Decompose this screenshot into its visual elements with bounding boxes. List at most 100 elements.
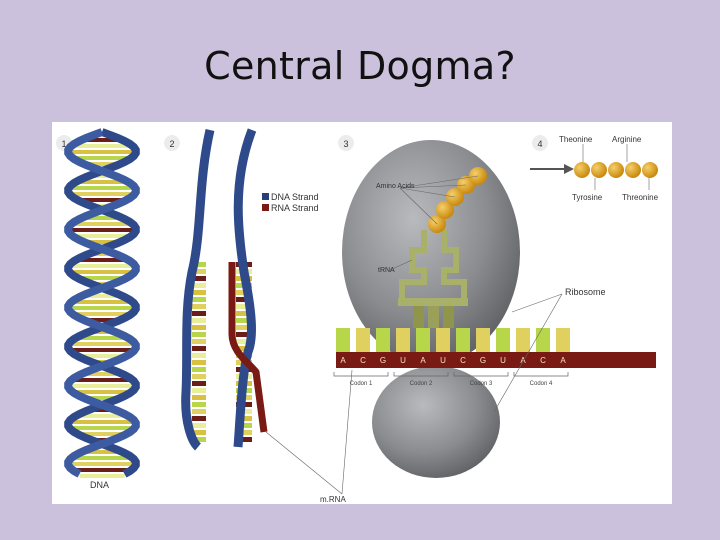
amino-acids-label: Amino Acids	[376, 183, 415, 190]
nucleotide-block	[516, 328, 530, 352]
nucleotide-letter: G	[480, 356, 486, 365]
base-pair-rung	[68, 192, 136, 196]
base-pair-rung	[86, 138, 118, 142]
base-pair-rung	[86, 450, 118, 454]
base-segment	[192, 423, 206, 428]
nucleotide-letter: C	[460, 356, 466, 365]
panel-number-2: 2	[169, 139, 174, 149]
base-segment	[192, 332, 206, 337]
base-pair-rung	[70, 468, 134, 472]
base-pair-rung	[79, 258, 125, 262]
base-pair-rung	[70, 390, 134, 394]
base-segment	[192, 276, 206, 281]
base-segment	[192, 311, 206, 316]
base-segment	[192, 360, 206, 365]
mrna-label: m.RNA	[320, 495, 346, 504]
base-pair-rung	[68, 306, 136, 310]
nucleotide-letter: C	[540, 356, 546, 365]
amino-threonine: Threonine	[622, 193, 659, 202]
base-pair-rung	[68, 384, 136, 388]
base-segment	[192, 402, 206, 407]
strand-legend: DNA Strand RNA Strand	[262, 192, 319, 213]
mrna-backbone	[336, 352, 656, 368]
base-pair-rung	[68, 150, 136, 154]
base-segment	[192, 318, 206, 323]
figure-canvas: 1 2 3 4 DNA DNA Strand RNA Strand	[56, 128, 659, 504]
nucleotide-block	[396, 328, 410, 352]
nucleotide-letter: U	[500, 356, 506, 365]
base-segment	[192, 409, 206, 414]
base-segment	[236, 297, 252, 302]
protein-panel: Theonine Arginine Tyrosine Threonine	[530, 135, 659, 202]
central-dogma-figure: 1 2 3 4 DNA DNA Strand RNA Strand	[52, 122, 672, 504]
base-segment	[236, 437, 252, 442]
dna-strand-right	[233, 128, 257, 448]
base-pair-rung	[74, 378, 130, 382]
base-segment	[192, 339, 206, 344]
base-pair-rung	[79, 414, 125, 418]
base-segment	[192, 430, 206, 435]
base-segment	[236, 325, 252, 330]
base-pair-rung	[74, 456, 130, 460]
base-segment	[192, 297, 206, 302]
base-pair-rung	[70, 156, 134, 160]
base-segment	[192, 381, 206, 386]
codon-bracket	[333, 372, 389, 377]
ribosome-label: Ribosome	[565, 287, 606, 297]
nucleotide-block	[536, 328, 550, 352]
base-pair-rung	[74, 300, 130, 304]
base-pair-rung	[70, 420, 134, 424]
base-pair-rung	[70, 342, 134, 346]
base-segment	[192, 353, 206, 358]
rna-legend-label: RNA Strand	[271, 203, 319, 213]
base-segment	[192, 346, 206, 351]
slide-title: Central Dogma?	[204, 44, 516, 88]
base-pair-rung	[79, 396, 125, 400]
nucleotide-letter: C	[360, 356, 366, 365]
nucleotide-letter: A	[420, 356, 426, 365]
base-pair-rung	[79, 180, 125, 184]
base-pair-rung	[68, 228, 136, 232]
base-segment	[192, 416, 206, 421]
ribosome-small-subunit	[372, 366, 500, 478]
base-pair-rung	[93, 252, 111, 256]
base-pair-rung	[70, 264, 134, 268]
base-segment	[236, 304, 252, 309]
base-pair-rung	[93, 174, 111, 178]
ribosome-large-subunit	[342, 140, 520, 364]
base-segment	[192, 388, 206, 393]
nucleotide-block	[496, 328, 510, 352]
trna-label: tRNA	[378, 267, 395, 274]
amino-tyrosine: Tyrosine	[572, 193, 603, 202]
panel-numbers: 1 2 3 4	[56, 135, 548, 151]
base-pair-rung	[79, 336, 125, 340]
dna-backbone-a	[64, 128, 140, 478]
base-segment	[236, 318, 252, 323]
nucleotide-block	[336, 328, 350, 352]
base-pair-rung	[86, 216, 118, 220]
unwinding-dna-panel	[181, 128, 268, 451]
base-pair-rung	[86, 372, 118, 376]
panel-number-4: 4	[537, 139, 542, 149]
nucleotide-letter: U	[400, 356, 406, 365]
codon-label: Codon 3	[470, 381, 493, 387]
dna-double-helix	[64, 128, 140, 478]
base-segment	[192, 262, 206, 267]
nucleotide-block	[416, 328, 430, 352]
base-pair-rung	[70, 234, 134, 238]
trna-molecule	[399, 230, 467, 300]
base-pair-rung	[79, 474, 125, 478]
nucleotide-block	[456, 328, 470, 352]
panel-number-3: 3	[343, 139, 348, 149]
base-pair-rung	[68, 426, 136, 430]
base-pair-rung	[68, 348, 136, 352]
panel-number-1: 1	[61, 139, 66, 149]
nucleotide-block	[436, 328, 450, 352]
amino-theonine: Theonine	[559, 135, 593, 144]
base-pair-rung	[74, 276, 130, 280]
codon-bracket	[393, 372, 449, 377]
base-pair-rung	[74, 354, 130, 358]
